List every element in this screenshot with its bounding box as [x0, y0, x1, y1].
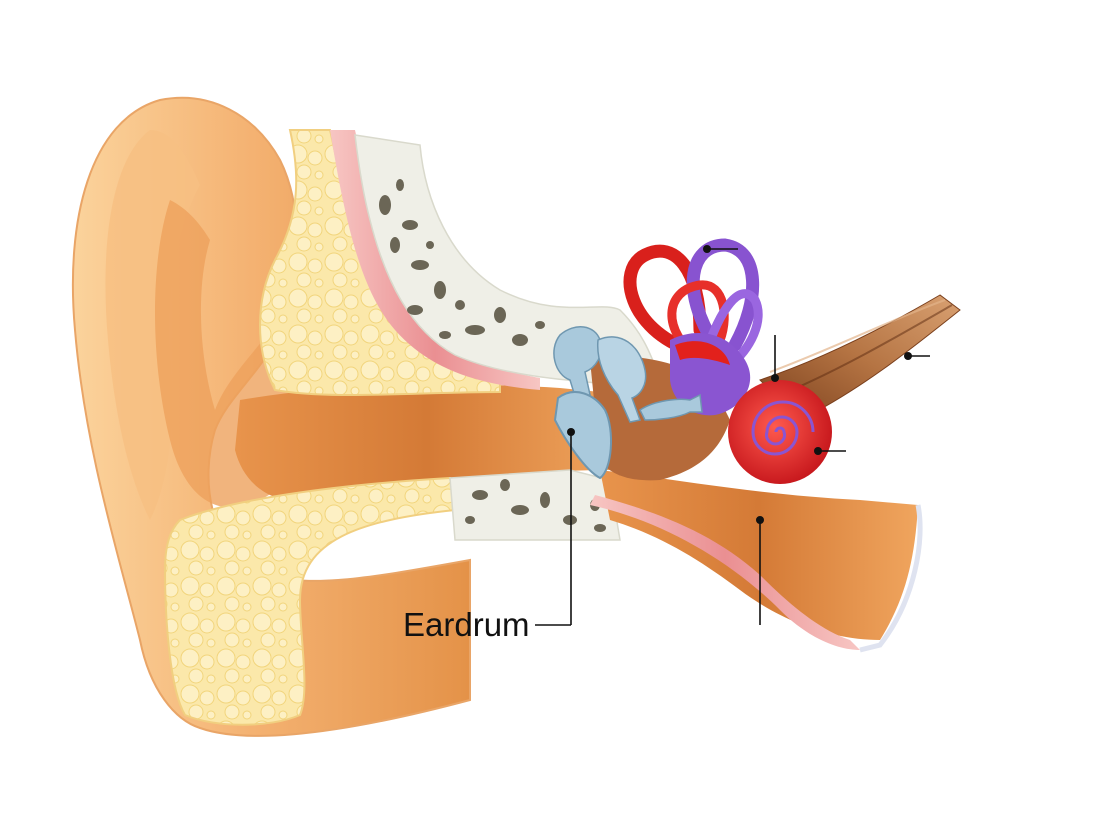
lower-fat-tissue [163, 476, 457, 726]
cochlea [728, 380, 832, 484]
ear-canal [235, 384, 620, 503]
canal-outer-rim [859, 504, 923, 653]
incus [597, 336, 647, 423]
cochlea-spiral [751, 400, 815, 456]
eardrum-label: Eardrum [403, 606, 530, 643]
bone-pores-upper [379, 179, 545, 346]
semicircular-canals [623, 238, 763, 370]
upper-temporal-bone [354, 134, 662, 386]
lower-temporal-bone [449, 469, 621, 541]
leader-lines [535, 245, 930, 626]
canal-purple-lateral [700, 289, 763, 370]
lower-canal-floor [600, 470, 918, 640]
stapes [639, 393, 703, 421]
lower-muscle [590, 495, 860, 650]
